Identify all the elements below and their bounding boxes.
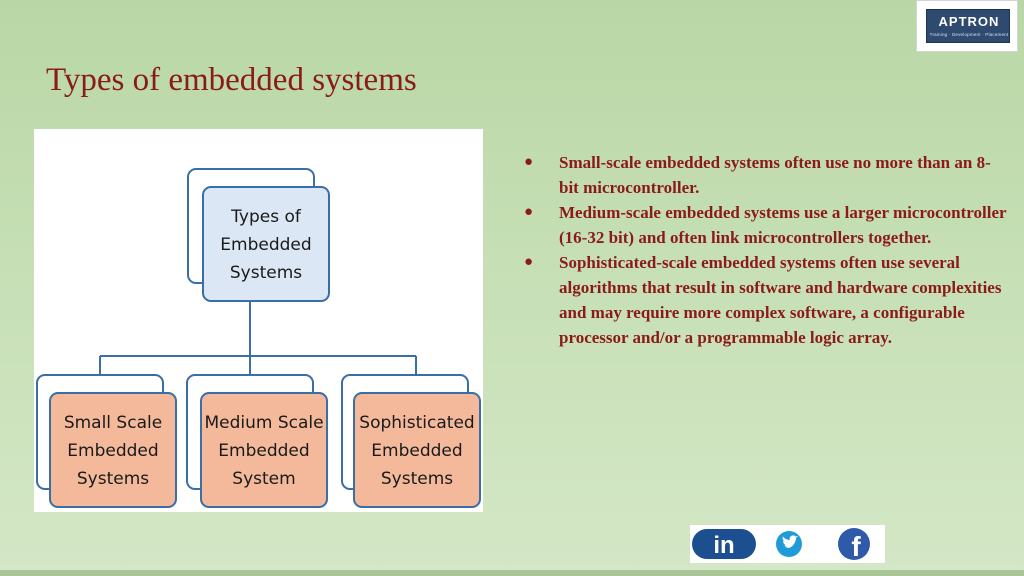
linkedin-text: in (713, 532, 734, 559)
bottom-band (0, 570, 1024, 576)
child-node-small-scale: Small Scale Embedded Systems (36, 374, 177, 508)
bullet-text-sophisticated: Sophisticated-scale embedded systems oft… (559, 253, 1002, 347)
diagram-canvas: Types of Embedded Systems Small Scale Em… (36, 168, 481, 508)
social-bar: in f (690, 525, 885, 563)
child-medium-line-1: Medium Scale (204, 413, 323, 433)
logo-badge: APTRON Training · Development · Placemen… (926, 9, 1010, 43)
social-icons: in f (692, 528, 870, 562)
linkedin-icon[interactable]: in (692, 529, 756, 559)
diagram-connectors (99, 301, 417, 375)
child-small-front (49, 392, 177, 508)
root-node: Types of Embedded Systems (187, 168, 330, 302)
child-small-line-2: Embedded (67, 441, 158, 461)
bullet-text-small-scale: Small-scale embedded systems often use n… (559, 153, 991, 197)
bullet-item: ● Medium-scale embedded systems use a lar… (520, 200, 1010, 250)
twitter-bird (782, 535, 798, 549)
child-soph-front (353, 392, 481, 508)
bullet-text-medium-scale: Medium-scale embedded systems use a larg… (559, 203, 1007, 247)
child-small-line-1: Small Scale (64, 413, 162, 433)
child-medium-line-2: Embedded (218, 441, 309, 461)
root-line-2: Embedded (220, 235, 311, 255)
root-node-front (202, 186, 330, 302)
child-node-sophisticated: Sophisticated Embedded Systems (341, 374, 481, 508)
bullet-dot: ● (524, 204, 534, 220)
child-node-medium-scale: Medium Scale Embedded System (186, 374, 328, 508)
root-line-3: Systems (230, 263, 302, 283)
bullet-dot: ● (524, 254, 534, 270)
child-medium-front (200, 392, 328, 508)
aptron-logo: APTRON Training · Development · Placemen… (916, 0, 1018, 52)
logo-word: APTRON (938, 14, 1000, 29)
child-soph-line-2: Embedded (371, 441, 462, 461)
bullet-item: ● Sophisticated-scale embedded systems of… (520, 250, 1010, 350)
twitter-icon[interactable] (776, 531, 802, 557)
embedded-types-diagram: Types of Embedded Systems Small Scale Em… (34, 129, 483, 512)
child-soph-line-3: Systems (381, 469, 453, 489)
logo-tagline: Training · Development · Placement (929, 32, 1009, 37)
bullet-dot: ● (524, 154, 534, 170)
child-soph-line-1: Sophisticated (359, 413, 474, 433)
facebook-text: f (851, 531, 861, 562)
child-medium-line-3: System (232, 469, 295, 489)
slide-title: Types of embedded systems (46, 62, 417, 98)
root-line-1: Types of (230, 207, 302, 227)
child-small-line-3: Systems (77, 469, 149, 489)
facebook-icon[interactable]: f (838, 528, 870, 562)
bullet-list: ● Small-scale embedded systems often use … (520, 150, 1010, 350)
bullet-item: ● Small-scale embedded systems often use … (520, 150, 1010, 200)
